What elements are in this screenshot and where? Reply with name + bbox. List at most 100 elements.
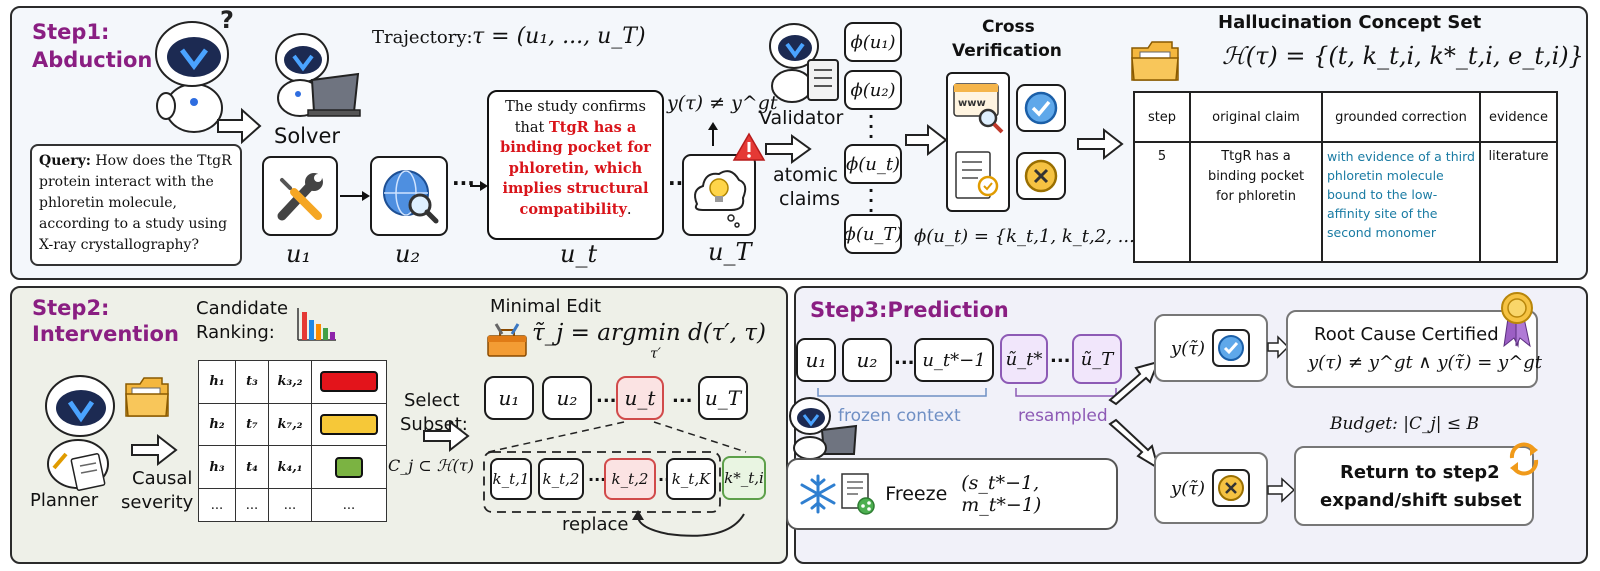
root-cause-formula: y(τ) ≠ y^gt ∧ y(τ̃) = y^gt	[1308, 352, 1543, 373]
arrow-to-ut	[470, 181, 488, 191]
cell-severity	[311, 402, 387, 447]
argmin-subscript: τ′	[650, 346, 661, 362]
budget-formula: Budget: |C_j| ≤ B	[1330, 414, 1480, 434]
phi-box-2: ϕ(u₂)	[844, 70, 902, 110]
claim-node-kt2: k_t,2	[604, 458, 656, 500]
www-label: www	[958, 98, 986, 109]
minimal-edit-label: Minimal Edit	[490, 296, 602, 317]
col-evidence: evidence	[1479, 91, 1558, 143]
trajectory-formula: τ = (u₁, ..., u_T)	[472, 24, 646, 49]
replace-label: replace	[562, 514, 629, 535]
atomic-label-1: atomic	[773, 164, 838, 186]
check-badge	[1016, 84, 1066, 132]
query-box: Query: How does the TtgR protein interac…	[30, 144, 242, 266]
step2-subtitle: Intervention	[32, 322, 179, 346]
up-arrow	[708, 122, 718, 146]
cross-title-1: Cross	[982, 17, 1035, 37]
claim-node-kstar: k*_t,i	[722, 456, 766, 500]
node-uT-box	[682, 154, 756, 236]
snowflake-icon	[800, 474, 836, 514]
root-cause-box: Root Cause Certified y(τ) ≠ y^gt ∧ y(τ̃)…	[1286, 310, 1542, 388]
cell-original: TtgR has a binding pocket for phloretin	[1189, 141, 1323, 263]
cross-title-2: Verification	[952, 41, 1062, 61]
robot-thinking-icon: ?	[155, 10, 234, 133]
step2-node-u2: u₂	[542, 376, 592, 420]
table-row: h₃ t₄ k₄,₁	[198, 445, 387, 490]
check-badge-icon	[1024, 91, 1058, 125]
cell-severity	[311, 360, 387, 404]
col-step: step	[1133, 91, 1191, 143]
cross-verification-card: www	[946, 72, 1010, 212]
node-uT-label: u_T	[708, 238, 752, 266]
table-row: h₂ t₇ k₇,₂	[198, 402, 387, 447]
cell-correction: with evidence of a third phloretin molec…	[1321, 141, 1481, 263]
step3-node-u2: u₂	[842, 338, 892, 382]
claim-expansion-frame	[483, 421, 747, 537]
robot-laptop-icon	[275, 33, 361, 117]
node-u1-box	[262, 156, 338, 236]
cross-badge-icon	[1024, 159, 1058, 193]
hcs-title: Hallucination Concept Set	[1218, 12, 1482, 33]
refresh-icon	[1509, 442, 1539, 476]
y-tilde-failure: y(τ̃)	[1170, 477, 1206, 499]
node-u2-box	[370, 156, 448, 236]
failure-arrow	[1267, 477, 1296, 503]
step1-subtitle: Abduction	[32, 48, 153, 72]
ellipsis-1: ...	[452, 166, 475, 190]
step2-node-u1: u₁	[484, 376, 534, 420]
cell-severity	[311, 445, 387, 490]
robot-laptop-icon-2	[789, 397, 858, 460]
success-arrow	[1267, 335, 1290, 359]
ranking-label-1: Candidate	[196, 298, 289, 319]
toolbox-icon	[487, 323, 527, 357]
warning-icon	[732, 132, 766, 161]
svg-text:?: ?	[220, 10, 234, 34]
validator-label: Validator	[759, 107, 844, 129]
phi-box-t: ϕ(u_t)	[844, 144, 902, 184]
freeze-label: Freeze	[885, 483, 948, 505]
ellipsis-8: ...	[1050, 346, 1071, 367]
causal-label-1: Causal	[132, 468, 193, 489]
query-label: Query:	[39, 153, 91, 169]
severity-mid-bar	[320, 414, 378, 436]
step3-node-ut-minus-1: u_t*−1	[914, 338, 994, 382]
table-row: h₁ t₃ k₃,₂	[198, 360, 387, 404]
cell-t: t₇	[235, 402, 269, 447]
query-to-solver-arrow	[217, 107, 262, 144]
arrow-u1-u2	[340, 191, 370, 201]
folder-icon	[1131, 41, 1179, 81]
vertical-ellipsis-2: ···	[868, 181, 875, 220]
step3-title: Step3:Prediction	[810, 298, 1009, 322]
cell-evidence: literature	[1479, 141, 1558, 263]
table-row: ... ... ... ...	[198, 488, 387, 522]
success-prediction-box: y(τ̃)	[1154, 314, 1268, 382]
mismatch-formula: y(τ) ≠ y^gt	[667, 92, 778, 114]
claim-highlight: TtgR has a binding pocket for phloretin,…	[500, 118, 651, 218]
folder-icon-2	[125, 377, 169, 417]
col-original-claim: original claim	[1189, 91, 1323, 143]
solver-label: Solver	[274, 124, 340, 148]
hcs-formula: ℋ(τ) = {(t, k_t,i, k*_t,i, e_t,i)}	[1222, 42, 1584, 70]
ellipsis-5: ...	[588, 466, 607, 485]
root-cause-title: Root Cause Certified	[1314, 324, 1499, 345]
context-braces	[817, 388, 1117, 397]
cross-badge	[1016, 152, 1066, 200]
claim-node-k2: k_t,2	[538, 458, 584, 500]
frozen-context-label: frozen context	[838, 406, 961, 426]
node-u2-label: u₂	[395, 240, 421, 268]
to-table-arrow	[1077, 127, 1124, 161]
cell-h: h₂	[198, 402, 236, 447]
select-arrow	[423, 419, 470, 453]
claim-node-kK: k_t,K	[666, 458, 716, 500]
return-line-2: expand/shift subset	[1320, 490, 1522, 511]
ellipsis-7: ...	[894, 348, 915, 369]
claim-box: The study confirms that TtgR has a bindi…	[487, 90, 664, 240]
award-ribbon-icon	[1501, 292, 1533, 348]
planner-robot-icon	[45, 375, 115, 491]
step2-node-ut: u_t	[616, 376, 664, 420]
claim-prefix: The study confirms that	[505, 99, 646, 136]
cell-h: ...	[198, 488, 236, 522]
return-box: Return to step2 expand/shift subset	[1294, 446, 1534, 526]
ellipsis-3: ...	[596, 386, 617, 407]
step2-title: Step2:	[32, 296, 110, 320]
